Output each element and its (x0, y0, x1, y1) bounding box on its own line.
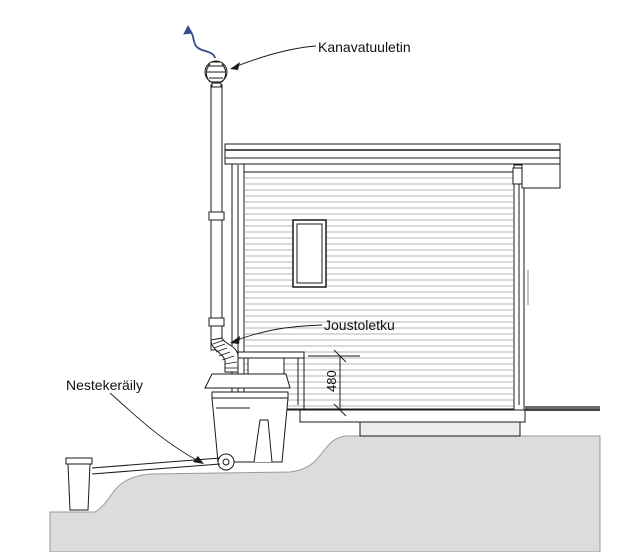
label-vent: Kanavatuuletin (318, 39, 411, 55)
window (292, 219, 327, 288)
hose-leader (231, 324, 323, 343)
vent-pipe (208, 84, 239, 373)
building-body (231, 159, 529, 411)
liquid-collector (65, 457, 93, 511)
vent-leader (231, 45, 317, 69)
dimension-value: 480 (324, 370, 339, 392)
label-hose: Joustoletku (324, 317, 395, 333)
toilet-unit (204, 351, 305, 471)
roof (224, 143, 561, 189)
label-collector: Nestekeräily (66, 377, 143, 393)
air-outlet-arrow (187, 29, 216, 59)
collector-leader (109, 392, 201, 463)
foundation (299, 406, 600, 437)
ground (49, 435, 601, 552)
vent-cap (204, 60, 228, 88)
wall-siding (245, 177, 513, 407)
height-dimension (308, 349, 360, 417)
